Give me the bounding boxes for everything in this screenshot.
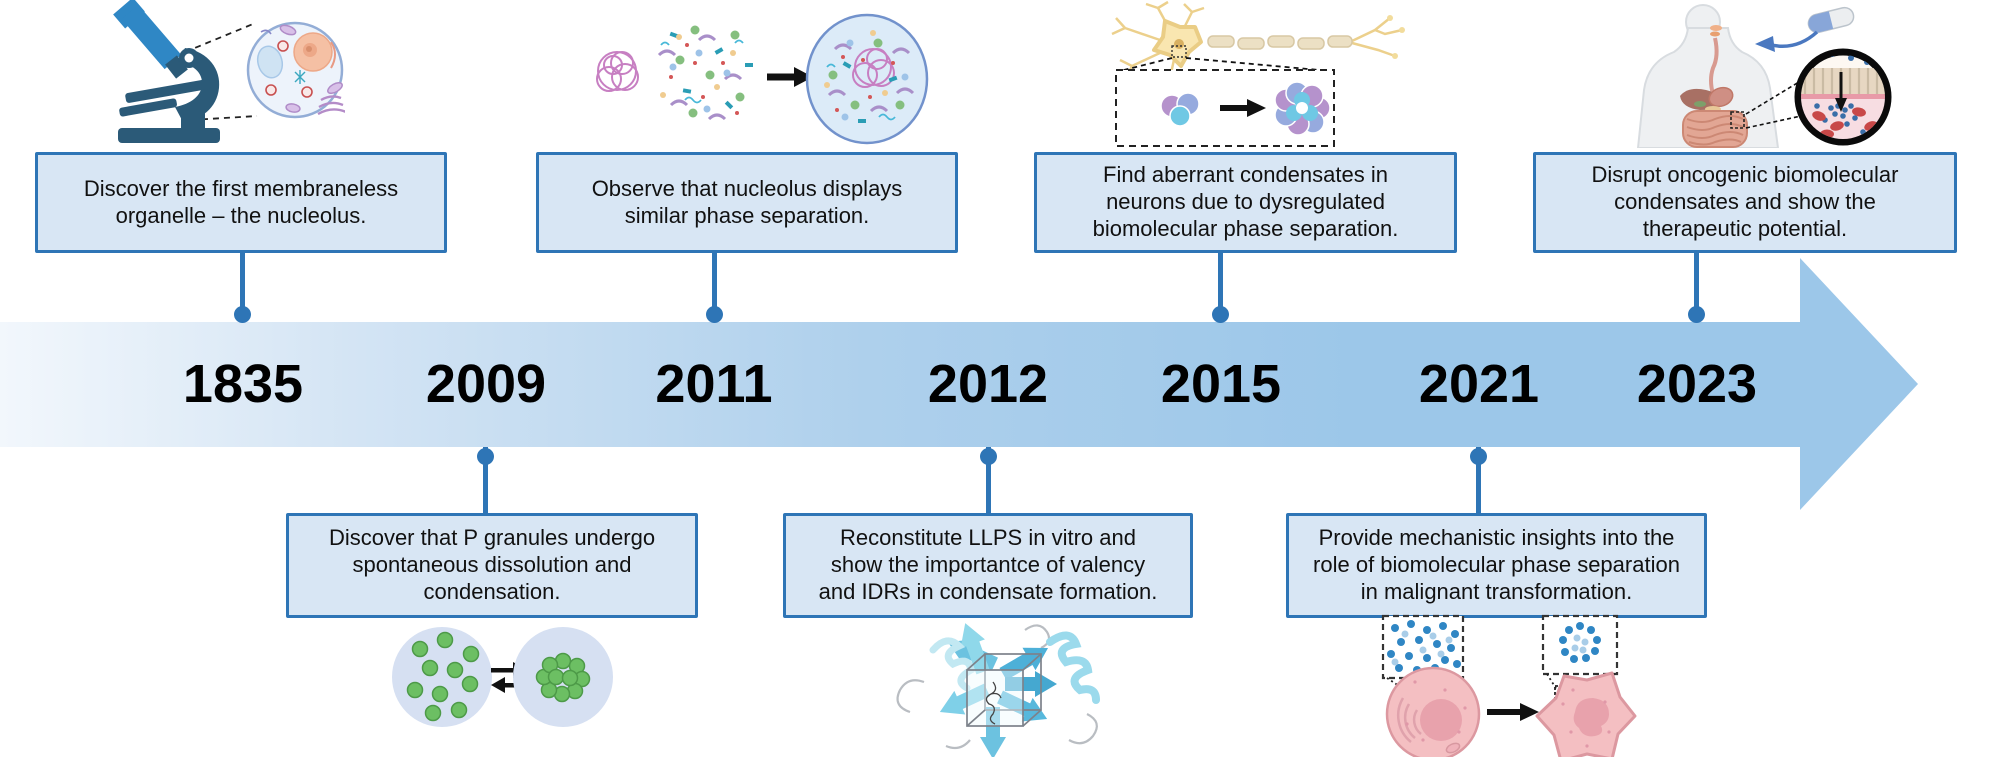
malignant-transformation-illustration [1381, 614, 1637, 757]
dissolved-granules-icon [392, 627, 492, 727]
year-label-2021: 2021 [1418, 354, 1540, 414]
event-box-2023: Disrupt oncogenic biomolecular condensat… [1533, 152, 1957, 253]
connector-1835 [240, 251, 245, 322]
connector-2015 [1218, 251, 1223, 322]
zoom-lines-icon [1745, 81, 1802, 129]
arrow-icon [1487, 703, 1539, 721]
connector-dot-1835 [234, 306, 251, 323]
drug-delivery-illustration [1636, 4, 1892, 148]
p-granules-illustration [392, 627, 613, 727]
zoom-lines-icon [1119, 57, 1331, 72]
malignant-cell-icon [1535, 671, 1637, 757]
nucleolus-cell-icon [805, 13, 929, 145]
valency-cube-icon [966, 653, 1042, 727]
connector-2011 [712, 251, 717, 322]
protein-structure-illustration [896, 618, 1100, 757]
event-box-2011: Observe that nucleolus displays similar … [536, 152, 958, 253]
timeline-band [0, 322, 1806, 447]
connector-2009 [483, 447, 488, 514]
cell-icon [246, 21, 345, 119]
dispersed-condensate-box-icon [1381, 614, 1465, 703]
year-label-1835: 1835 [182, 354, 304, 414]
condensed-granules-icon [513, 627, 613, 727]
microscope-icon [113, 0, 220, 143]
event-text-2023: Disrupt oncogenic biomolecular condensat… [1591, 162, 1899, 241]
connector-2021 [1476, 447, 1481, 514]
event-text-2015: Find aberrant condensates in neurons due… [1092, 162, 1399, 241]
connector-dot-2015 [1212, 306, 1229, 323]
timeline-arrowhead-icon [1800, 258, 1918, 510]
connector-dot-2009 [477, 448, 494, 465]
human-body-icon [1636, 4, 1780, 148]
dispersed-molecules-icon [657, 25, 753, 121]
helix-ribbons-icon [929, 631, 1100, 704]
connector-dot-2023 [1688, 306, 1705, 323]
year-label-2015: 2015 [1160, 354, 1282, 414]
neuron-aggregates-illustration [1111, 0, 1405, 147]
molecules-to-nucleolus-illustration [596, 13, 929, 145]
event-box-1835: Discover the first membraneless organell… [35, 152, 447, 253]
year-label-2011: 2011 [655, 354, 773, 414]
year-label-2023: 2023 [1636, 354, 1758, 414]
connector-dot-2012 [980, 448, 997, 465]
idr-loops-icon [896, 624, 1098, 750]
event-box-2015: Find aberrant condensates in neurons due… [1034, 152, 1457, 253]
idr-squiggle-icon [985, 681, 1002, 725]
connector-dot-2021 [1470, 448, 1487, 465]
absorption-magnifier-icon [1794, 48, 1892, 146]
connector-2012 [986, 447, 991, 514]
year-label-2012: 2012 [927, 354, 1049, 414]
event-text-1835: Discover the first membraneless organell… [83, 175, 399, 228]
connector-2023 [1694, 251, 1699, 322]
rna-tangle-icon [596, 51, 639, 92]
arrow-icon [767, 67, 813, 87]
microscope-cell-illustration [113, 0, 345, 143]
event-box-2012: Reconstitute LLPS in vitro and show the … [783, 513, 1193, 618]
neuron-icon [1111, 0, 1405, 89]
event-box-2021: Provide mechanistic insights into the ro… [1286, 513, 1707, 618]
event-box-2009: Discover that P granules undergo spontan… [286, 513, 698, 618]
year-label-2009: 2009 [425, 354, 547, 414]
event-text-2021: Provide mechanistic insights into the ro… [1313, 525, 1680, 604]
swallow-arrow-icon [1755, 30, 1819, 52]
normal-cell-icon [1385, 666, 1481, 757]
large-aggregate-icon [1274, 81, 1331, 136]
event-text-2011: Observe that nucleolus displays similar … [591, 175, 903, 228]
clustered-condensate-box-icon [1541, 614, 1619, 701]
event-text-2009: Discover that P granules undergo spontan… [328, 525, 656, 604]
small-aggregate-icon [1160, 92, 1200, 127]
aggregate-panel-icon [1115, 69, 1335, 147]
connector-dot-2011 [706, 306, 723, 323]
event-text-2012: Reconstitute LLPS in vitro and show the … [818, 525, 1158, 604]
capsule-icon [1807, 6, 1855, 34]
